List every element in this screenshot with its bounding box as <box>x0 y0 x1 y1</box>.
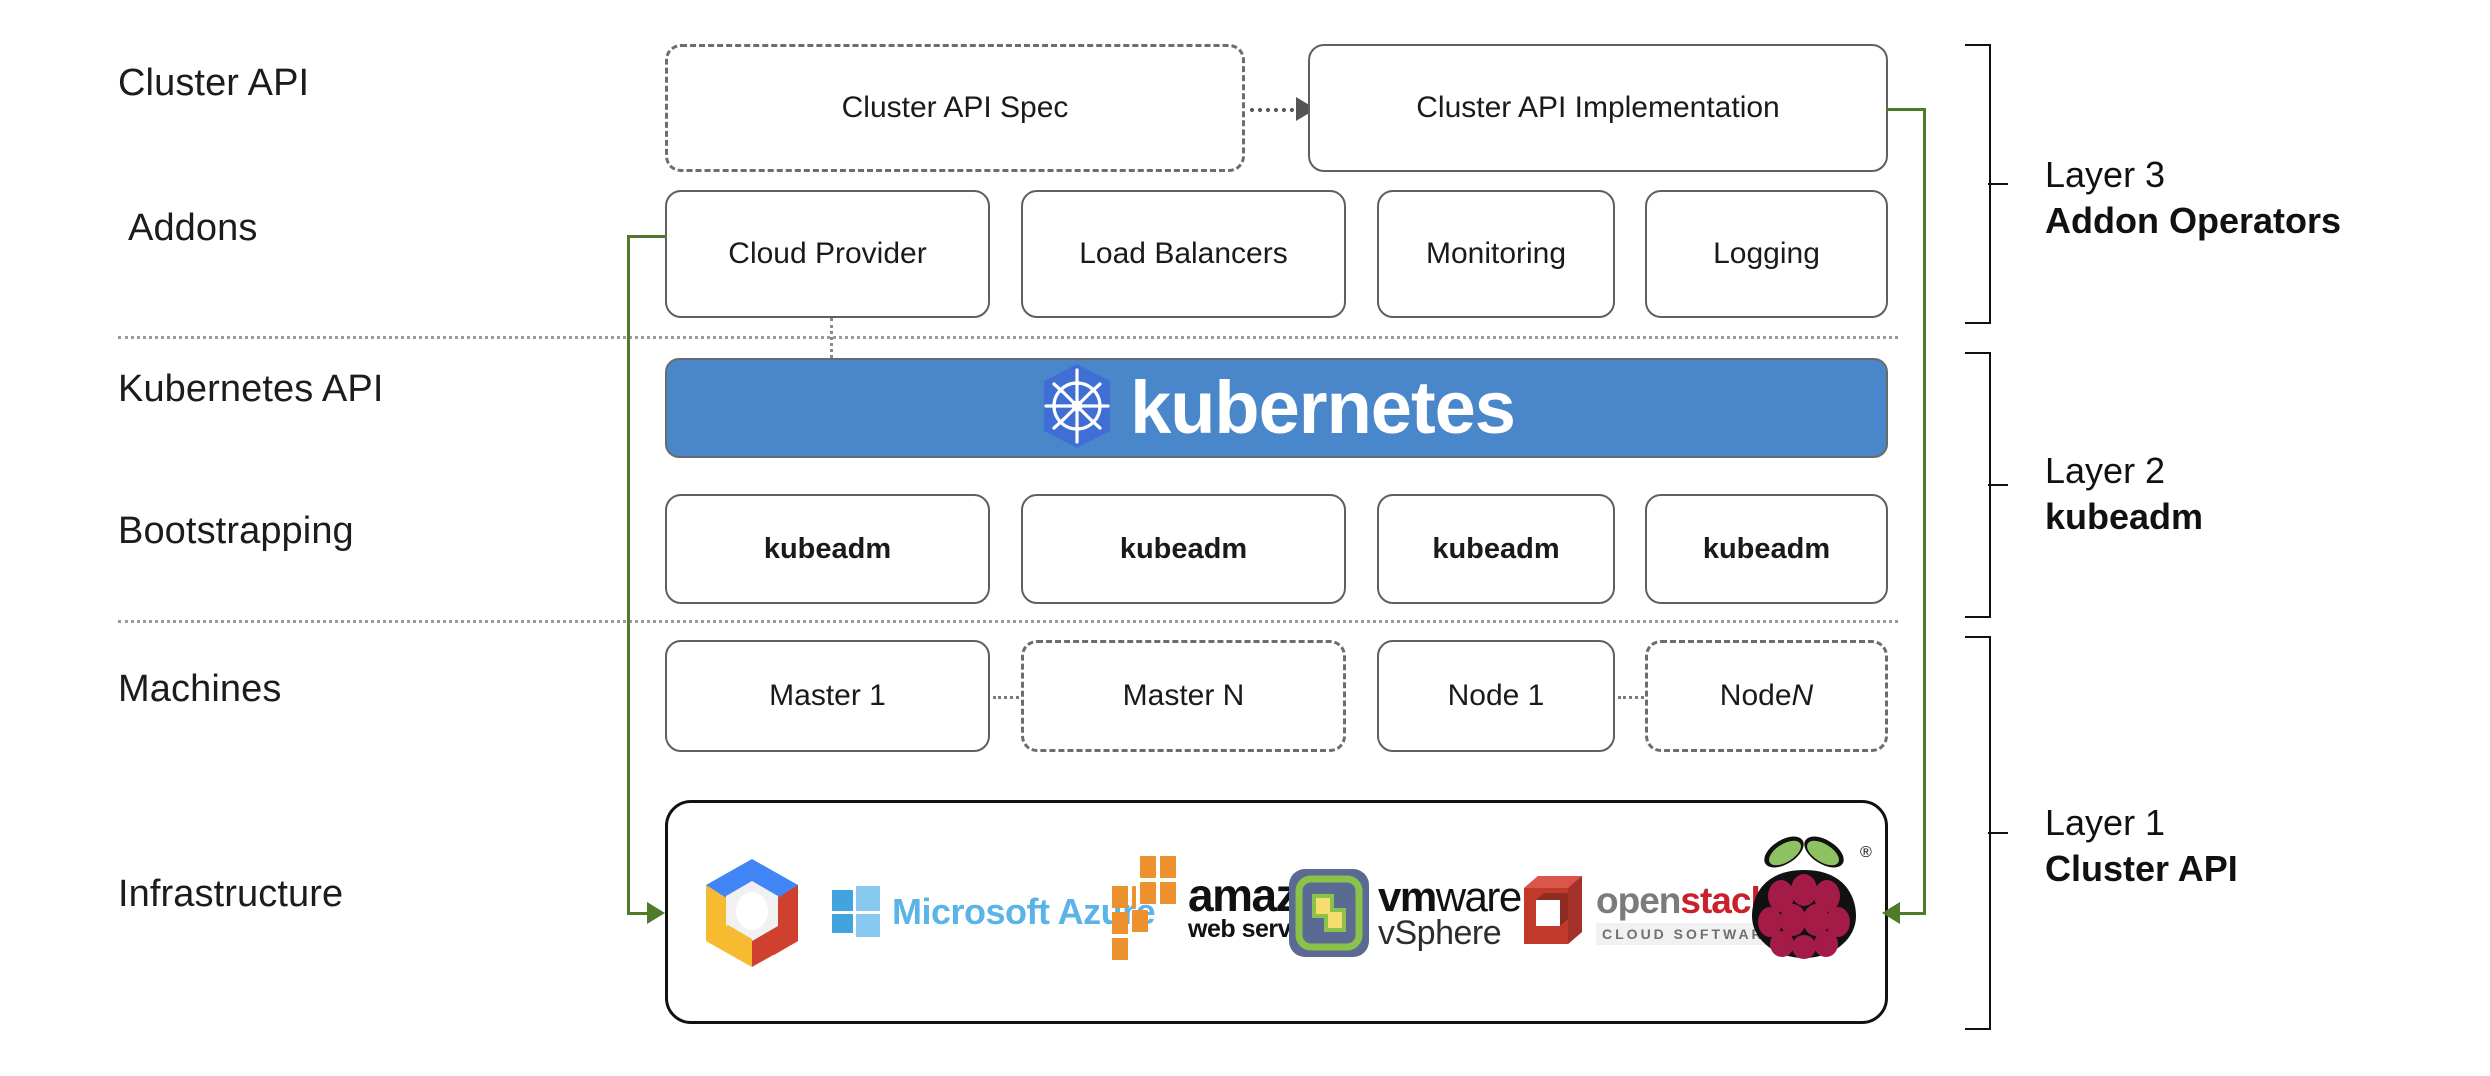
green-right-top-segment <box>1886 108 1926 111</box>
layer-label-3: Layer 3 Addon Operators <box>2045 152 2341 244</box>
vmware-ware-wordmark: ware <box>1435 872 1523 920</box>
row-label-machines: Machines <box>118 668 282 710</box>
kubernetes-banner[interactable]: kubernetes <box>665 358 1888 458</box>
row-label-kubernetes-api: Kubernetes API <box>118 368 384 410</box>
separator-rule-lower <box>118 620 1898 623</box>
vmware-vm-wordmark: vm <box>1378 872 1437 920</box>
layer-2-number: Layer 2 <box>2045 450 2166 491</box>
box-addon-monitoring[interactable]: Monitoring <box>1377 190 1615 318</box>
box-machine-master-1[interactable]: Master 1 <box>665 640 990 752</box>
layer-label-2: Layer 2 kubeadm <box>2045 448 2203 540</box>
box-machine-master-n[interactable]: Master N <box>1021 640 1346 752</box>
box-machine-node-n-prefix: Node <box>1719 679 1792 712</box>
microsoft-azure-wordmark: Microsoft Azure <box>892 891 1156 932</box>
box-machine-node-n-italic: N <box>1791 679 1814 712</box>
spec-to-impl-connector <box>1250 108 1302 112</box>
green-left-vertical <box>627 235 630 915</box>
layer-3-number: Layer 3 <box>2045 154 2166 195</box>
kubernetes-wordmark: kubernetes <box>1130 366 1516 449</box>
google-cloud-platform-logo <box>698 855 806 971</box>
layer-3-name: Addon Operators <box>2045 200 2342 242</box>
green-left-top-segment <box>627 235 667 238</box>
green-right-bottom-segment <box>1900 912 1926 915</box>
box-bootstrap-kubeadm-4[interactable]: kubeadm <box>1645 494 1888 604</box>
raspberry-pi-logo: ® <box>1750 830 1872 960</box>
kubernetes-helm-logo <box>1038 362 1116 455</box>
box-bootstrap-kubeadm-2[interactable]: kubeadm <box>1021 494 1346 604</box>
box-cluster-api-implementation[interactable]: Cluster API Implementation <box>1308 44 1888 172</box>
microsoft-azure-logo: Microsoft Azure <box>830 886 1156 938</box>
bracket-layer-3-nub <box>1988 183 2008 185</box>
openstack-open-wordmark: open <box>1596 879 1681 921</box>
node-connector-dots <box>1618 696 1644 699</box>
row-label-infrastructure: Infrastructure <box>118 873 344 915</box>
green-left-bottom-segment <box>627 912 649 915</box>
box-addon-logging[interactable]: Logging <box>1645 190 1888 318</box>
box-infrastructure-providers[interactable] <box>665 800 1888 1024</box>
green-right-arrowhead <box>1882 902 1900 924</box>
box-addon-cloud-provider[interactable]: Cloud Provider <box>665 190 990 318</box>
openstack-logo: openstack™ CLOUD SOFTWARE <box>1518 870 1784 956</box>
green-left-arrowhead <box>647 902 665 924</box>
vmware-vsphere-wordmark: vSphere <box>1378 913 1502 952</box>
separator-rule-upper <box>118 336 1898 339</box>
box-bootstrap-kubeadm-3[interactable]: kubeadm <box>1377 494 1615 604</box>
row-label-addons: Addons <box>128 207 258 249</box>
openstack-tagline: CLOUD SOFTWARE <box>1596 922 1784 945</box>
layer-2-name: kubeadm <box>2045 496 2204 538</box>
row-label-bootstrapping: Bootstrapping <box>118 510 354 552</box>
layer-1-name: Cluster API <box>2045 848 2238 890</box>
box-bootstrap-kubeadm-1[interactable]: kubeadm <box>665 494 990 604</box>
box-cluster-api-spec[interactable]: Cluster API Spec <box>665 44 1245 172</box>
master-connector-dots <box>993 696 1019 699</box>
raspberry-pi-registered-icon: ® <box>1860 844 1872 861</box>
layer-1-number: Layer 1 <box>2045 802 2166 843</box>
bracket-layer-1-nub <box>1988 832 2008 834</box>
box-machine-node-n[interactable]: Node N <box>1645 640 1888 752</box>
green-right-vertical <box>1923 108 1926 914</box>
cloud-provider-to-kubernetes-connector <box>830 318 833 358</box>
vmware-vsphere-logo: vmware vSphere <box>1288 868 1523 958</box>
layer-label-1: Layer 1 Cluster API <box>2045 800 2238 892</box>
box-addon-load-balancers[interactable]: Load Balancers <box>1021 190 1346 318</box>
box-machine-node-1[interactable]: Node 1 <box>1377 640 1615 752</box>
bracket-layer-2-nub <box>1988 484 2008 486</box>
row-label-cluster-api: Cluster API <box>118 62 310 104</box>
